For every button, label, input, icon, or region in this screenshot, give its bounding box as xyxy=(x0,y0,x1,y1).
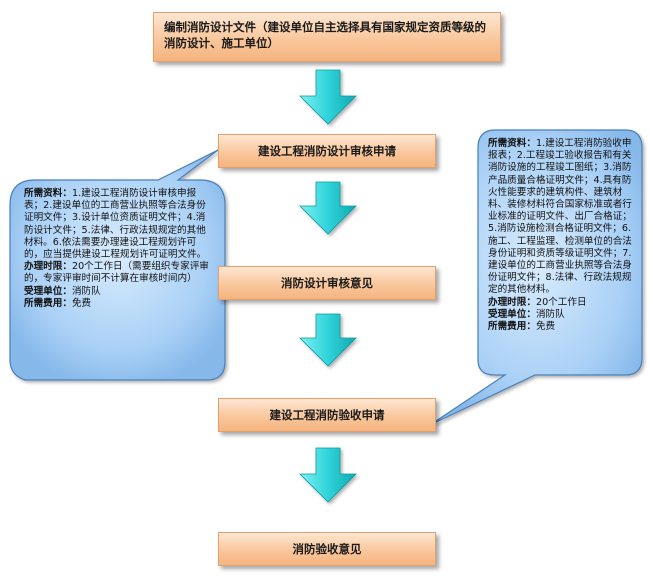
right-unit-label: 受理单位： xyxy=(488,308,536,320)
step-acceptance-opinion: 消防验收意见 xyxy=(218,532,436,566)
left-fee-label: 所需费用： xyxy=(24,297,72,309)
step-acceptance-application: 建设工程消防验收申请 xyxy=(218,398,436,432)
left-callout-bubble xyxy=(9,149,226,381)
step-design-review-application: 建设工程消防设计审核申请 xyxy=(218,134,436,168)
right-bubble-content: 所需资料：1.建设工程消防验收申报表；2.工程竣工验收报告和有关消防设施的工程竣… xyxy=(488,138,634,333)
left-time: 办理时限：20个工作日（需要组织专家评审的，专家评审时间不计算在审核时间内） xyxy=(24,261,214,285)
step-acceptance-opinion-text: 消防验收意见 xyxy=(292,542,362,556)
left-time-label: 办理时限： xyxy=(24,261,72,273)
down-arrow-2 xyxy=(299,181,357,235)
left-fee: 所需费用：免费 xyxy=(24,298,214,310)
right-callout-bubble xyxy=(429,129,643,426)
left-time-text: 20个工作日（需要组织专家评审的，专家评审时间不计算在审核时间内） xyxy=(24,261,209,285)
left-fee-text: 免费 xyxy=(71,297,92,309)
right-time: 办理时限：20个工作日 xyxy=(488,297,634,309)
down-arrow-4 xyxy=(299,447,357,503)
down-arrow-3 xyxy=(299,313,357,367)
down-arrow-1 xyxy=(299,69,357,125)
left-unit-text: 消防队 xyxy=(71,285,101,297)
step-design-review-application-text: 建设工程消防设计审核申请 xyxy=(258,144,396,158)
step-compile-design-files: 编制消防设计文件（建设单位自主选择具有国家规定资质等级的消防设计、施工单位） xyxy=(153,12,501,62)
right-materials: 所需资料：1.建设工程消防验收申报表；2.工程竣工验收报告和有关消防设施的工程竣… xyxy=(488,138,634,297)
left-materials: 所需资料：1.建设工程消防设计审核申报表；2.建设单位的工商营业执照等合法身份证… xyxy=(24,188,214,261)
right-fee-label: 所需费用： xyxy=(488,321,536,333)
left-bubble-content: 所需资料：1.建设工程消防设计审核申报表；2.建设单位的工商营业执照等合法身份证… xyxy=(24,188,214,310)
right-time-label: 办理时限： xyxy=(488,296,536,308)
left-unit: 受理单位：消防队 xyxy=(24,286,214,298)
right-time-text: 20个工作日 xyxy=(535,296,587,308)
right-materials-label: 所需资料： xyxy=(488,138,536,149)
right-unit-text: 消防队 xyxy=(535,308,565,320)
right-materials-text: 1.建设工程消防验收申报表；2.工程竣工验收报告和有关消防设施的工程竣工图纸；3… xyxy=(488,138,632,296)
step-design-review-opinion: 消防设计审核意见 xyxy=(218,266,436,300)
right-fee-text: 免费 xyxy=(535,321,556,333)
left-unit-label: 受理单位： xyxy=(24,285,72,297)
step-acceptance-application-text: 建设工程消防验收申请 xyxy=(269,408,385,422)
left-materials-text: 1.建设工程消防设计审核申报表；2.建设单位的工商营业执照等合法身份证明文件；3… xyxy=(24,188,207,261)
step-design-review-opinion-text: 消防设计审核意见 xyxy=(281,276,373,290)
right-fee: 所需费用：免费 xyxy=(488,321,634,333)
right-unit: 受理单位：消防队 xyxy=(488,309,634,321)
left-materials-label: 所需资料： xyxy=(24,188,72,199)
step-compile-design-files-text: 编制消防设计文件（建设单位自主选择具有国家规定资质等级的消防设计、施工单位） xyxy=(164,20,486,50)
